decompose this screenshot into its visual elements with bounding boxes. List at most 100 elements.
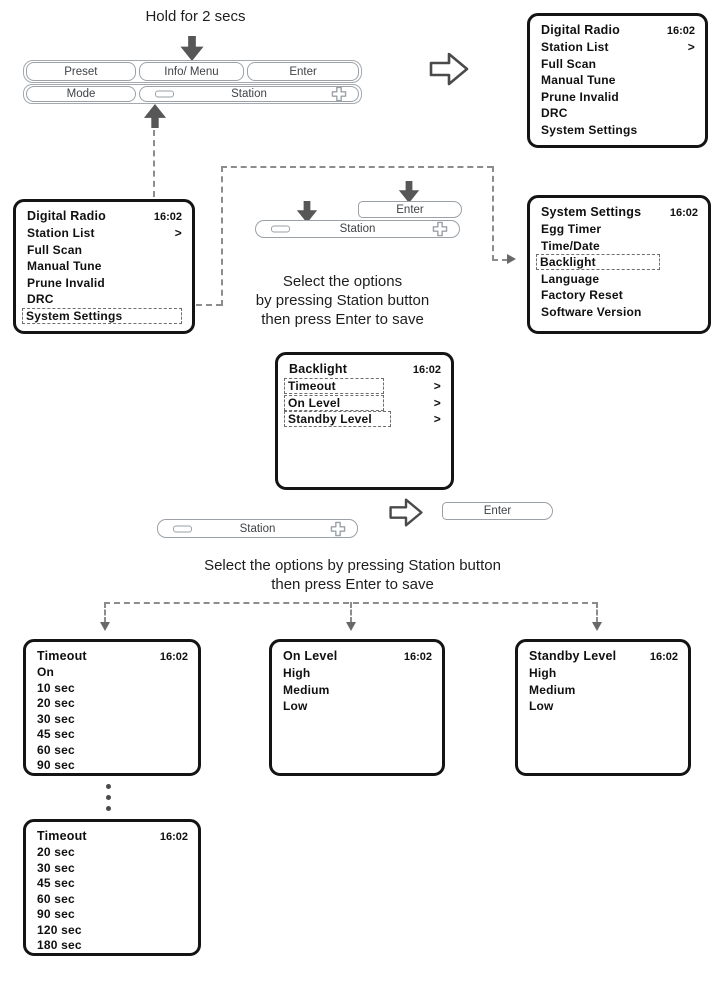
selection-box: System Settings — [22, 307, 182, 324]
menu-item: Factory Reset — [541, 288, 623, 303]
menu-item: 20 sec — [37, 696, 75, 711]
screen-title: On Level — [283, 649, 338, 663]
menu-item: 45 sec — [37, 727, 75, 742]
info-menu-button: Info/ Menu — [138, 62, 245, 81]
menu-item: 60 sec — [37, 742, 75, 757]
plus-icon — [432, 221, 448, 237]
plus-icon — [331, 86, 347, 102]
station-rocker: Station — [139, 86, 359, 102]
dashed-connector-panel-to-left-screen — [153, 130, 155, 197]
chevron-right-icon: > — [433, 412, 441, 427]
screen-timeout-second: Timeout 16:02 20 sec 30 sec 45 sec 60 se… — [23, 819, 201, 956]
menu-item: 60 sec — [37, 891, 75, 906]
menu-item: 10 sec — [37, 680, 75, 695]
enter-button-mid: Enter — [358, 201, 462, 218]
instruction-note-bottom: Select the options by pressing Station b… — [204, 557, 501, 593]
instruction-note-mid: Select the options by pressing Station b… — [255, 273, 430, 328]
menu-item: Time/Date — [541, 238, 600, 253]
station-rocker-bottom: Station — [157, 519, 358, 538]
menu-item-selected: Timeout> — [284, 378, 441, 395]
screen-title: System Settings — [541, 205, 642, 219]
dashed-connector-seg3 — [221, 166, 493, 168]
chevron-right-icon: > — [433, 395, 441, 410]
menu-item: System Settings — [541, 122, 638, 137]
screen-digital-radio-top: Digital Radio 16:02 Station List> Full S… — [527, 13, 708, 148]
dashed-connector-seg1 — [196, 304, 222, 306]
menu-item: 30 sec — [37, 711, 75, 726]
mode-button-label: Mode — [66, 88, 96, 100]
enter-button-label: Enter — [289, 65, 317, 78]
dashed-connector-seg4 — [492, 166, 494, 261]
menu-item: High — [529, 666, 557, 681]
arrowhead-into-backlight — [507, 254, 516, 264]
menu-item: Full Scan — [27, 242, 83, 257]
menu-item-selected: System Settings — [22, 307, 182, 325]
menu-item: Prune Invalid — [541, 89, 619, 104]
clock: 16:02 — [153, 211, 182, 223]
menu-item: Software Version — [541, 304, 642, 319]
right-arrow-icon — [388, 496, 424, 534]
dashed-branch-drop-right — [596, 602, 598, 623]
screen-title: Timeout — [37, 829, 87, 843]
menu-item: Full Scan — [541, 56, 597, 71]
dashed-branch-drop-left — [104, 602, 106, 623]
menu-item: Manual Tune — [541, 73, 616, 88]
menu-item: 20 sec — [37, 845, 75, 860]
clock: 16:02 — [649, 651, 678, 663]
screen-title: Digital Radio — [541, 23, 620, 37]
menu-item: 30 sec — [37, 860, 75, 875]
selection-box: On Level — [284, 394, 384, 411]
enter-button-label: Enter — [483, 505, 512, 517]
menu-item: Egg Timer — [541, 222, 602, 237]
minus-icon — [271, 225, 290, 233]
chevron-right-icon: > — [433, 379, 441, 394]
menu-item: Station List> — [541, 40, 695, 55]
screen-title: Backlight — [289, 362, 348, 376]
menu-item: 90 sec — [37, 758, 75, 773]
clock: 16:02 — [159, 651, 188, 663]
chevron-right-icon: > — [174, 226, 182, 241]
menu-item-selected: Backlight — [536, 254, 698, 271]
station-label: Station — [339, 223, 376, 235]
menu-item: 45 sec — [37, 876, 75, 891]
minus-icon — [155, 90, 174, 98]
selection-box: Backlight — [536, 254, 660, 271]
right-arrow-icon — [428, 50, 470, 93]
clock: 16:02 — [669, 207, 698, 219]
preset-button-label: Preset — [64, 65, 98, 78]
radio-button-panel-top-row: Preset Info/ Menu Enter — [23, 60, 362, 83]
menu-item: Station List> — [27, 226, 182, 241]
menu-item: High — [283, 666, 311, 681]
station-rocker-mid: Station — [255, 220, 460, 238]
menu-item: Low — [283, 699, 308, 714]
enter-button-label: Enter — [396, 203, 424, 216]
ellipsis-dots-icon — [106, 784, 111, 811]
menu-item: 120 sec — [37, 922, 82, 937]
dashed-connector-seg2 — [221, 166, 223, 306]
menu-item: DRC — [541, 106, 568, 121]
station-label: Station — [239, 522, 276, 535]
plus-icon — [330, 521, 346, 537]
down-arrow-icon — [296, 201, 318, 228]
arrowhead-into-standby-level — [591, 622, 602, 631]
menu-item: Manual Tune — [27, 259, 102, 274]
screen-title: Standby Level — [529, 649, 617, 663]
down-arrow-icon — [398, 181, 420, 208]
info-menu-button-label: Info/ Menu — [164, 65, 219, 78]
radio-button-panel-bottom-row: Mode Station — [23, 84, 362, 104]
hold-for-2-secs-label: Hold for 2 secs — [145, 8, 246, 25]
station-label: Station — [231, 88, 267, 100]
dashed-branch-drop-mid — [350, 602, 352, 623]
clock: 16:02 — [403, 651, 432, 663]
menu-item: On — [37, 665, 55, 680]
menu-item: DRC — [27, 292, 54, 307]
clock: 16:02 — [666, 25, 695, 37]
selection-box: Standby Level — [284, 411, 391, 428]
down-arrow-icon — [180, 36, 204, 66]
screen-standby-level: Standby Level 16:02 High Medium Low — [515, 639, 691, 776]
up-arrow-icon — [143, 104, 167, 133]
preset-button: Preset — [26, 62, 136, 81]
screen-on-level: On Level 16:02 High Medium Low — [269, 639, 445, 776]
menu-item: 180 sec — [37, 938, 82, 953]
